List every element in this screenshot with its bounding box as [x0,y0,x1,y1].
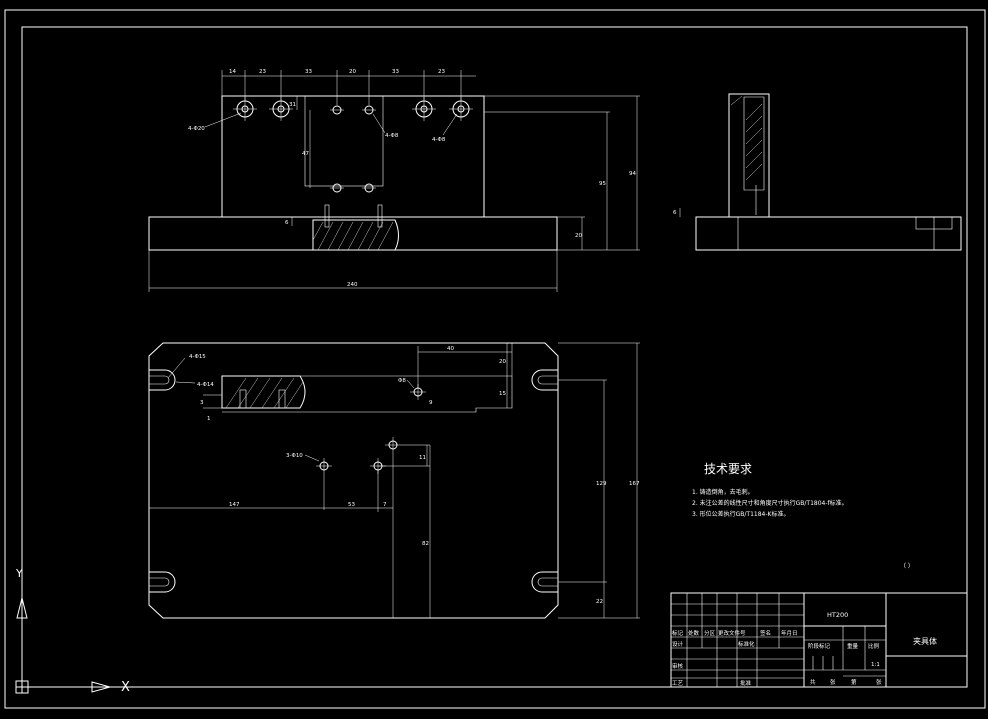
tb-stage-mark: 阶段标记 [808,642,831,650]
dim-11: 11 [419,455,426,461]
top-view: 4-Φ15 4-Φ14 40 20 15 Φ8 3 1 9 3-Φ10 11 [148,342,640,619]
dim-33a: 33 [305,69,312,75]
tb-sign: 签名 [760,629,771,637]
paren-note: （ ） [900,563,914,570]
tb-process: 工艺 [672,680,684,687]
tb-approve: 批准 [740,679,752,687]
dim-20: 20 [349,69,356,75]
dim-82: 82 [422,541,429,547]
dim-147: 147 [229,502,240,508]
side-hatch [730,95,763,181]
dim-129: 129 [596,481,607,487]
ucs-x-label: X [121,680,130,695]
tb-sheet: 张 [830,678,836,686]
dim-15: 15 [499,391,506,397]
tb-standardize: 标准化 [738,640,755,648]
tech-req-item-2: 2. 未注公差的线性尺寸和角度尺寸执行GB/T1804-f标准。 [692,499,848,507]
dim-33b: 33 [392,69,399,75]
tb-sheet2: 张 [876,678,882,686]
label-4-phi8-mid: 4-Φ8 [385,133,399,139]
label-4-phi20: 4-Φ20 [188,126,205,132]
dim-6-side: 6 [673,210,677,216]
top-hatch [225,377,304,409]
dim-6-front: 6 [285,220,289,226]
tb-mark: 标记 [672,629,684,637]
outer-frame [4,9,986,709]
front-base-plate [148,216,558,251]
tb-change-doc: 更改文件号 [718,629,746,637]
label-4-phi14: 4-Φ14 [197,382,214,388]
dim-9: 9 [429,400,433,406]
material-text: HT200 [827,611,848,619]
tb-weight: 重量 [847,642,859,650]
dim-23a: 23 [259,69,266,75]
tb-design: 设计 [672,640,684,648]
dim-22: 22 [596,599,603,605]
label-4-phi15: 4-Φ15 [189,354,206,360]
tb-page: 第 [851,678,857,686]
tb-count: 处数 [688,629,700,637]
tb-total: 共 [810,678,816,686]
tech-req-item-3: 3. 形位公差执行GB/T1184-K标准。 [692,510,789,518]
ucs-icon: Y X [15,567,130,695]
dim-40: 40 [447,346,454,352]
tb-ratio: 比例 [868,642,880,650]
tb-zone: 分区 [704,629,716,637]
label-4-phi8-right: 4-Φ8 [432,137,446,143]
dim-53: 53 [348,502,355,508]
tb-date: 年月日 [781,629,798,637]
dim-47: 47 [302,151,309,157]
front-view: 14 23 33 20 33 23 4-Φ20 4-Φ8 4-Φ8 31 47 … [148,69,640,292]
tech-req-title: 技术要求 [704,462,752,476]
label-3-phi10: 3-Φ10 [286,453,303,459]
top-outline [148,342,559,619]
inner-frame [21,26,968,688]
front-hatch-region [312,219,399,251]
dim-95: 95 [599,181,606,187]
label-phi8-top: Φ8 [398,378,406,384]
part-name: 夹具体 [913,636,937,646]
dim-94: 94 [629,171,636,177]
ucs-y-label: Y [15,567,23,580]
dim-23b: 23 [438,69,445,75]
dim-167: 167 [629,481,640,487]
technical-requirements: 技术要求 1. 铸造倒角，去毛刺。 2. 未注公差的线性尺寸和角度尺寸执行GB/… [692,462,914,570]
dim-31: 31 [289,102,296,108]
front-holes [233,97,473,193]
dim-7: 7 [383,502,387,508]
tech-req-item-1: 1. 铸造倒角，去毛刺。 [692,488,754,496]
scale-value: 1:1 [871,662,880,668]
top-corner-slots [149,369,558,593]
title-block: HT200 夹具体 1:1 标记 处数 分区 更改文件号 签名 年月日 设计 标… [670,592,968,688]
side-view: 6 [673,93,962,251]
dim-3: 3 [200,400,204,406]
dim-20-front: 20 [575,233,582,239]
dim-240: 240 [347,282,358,288]
dim-1: 1 [207,416,211,422]
dim-20-top: 20 [499,359,506,365]
tb-review: 审核 [672,662,684,670]
front-vertical-plate [221,95,485,218]
front-top-dims: 14 23 33 20 33 23 [221,69,476,105]
front-inner-slot [304,95,384,187]
dim-14: 14 [229,69,236,75]
